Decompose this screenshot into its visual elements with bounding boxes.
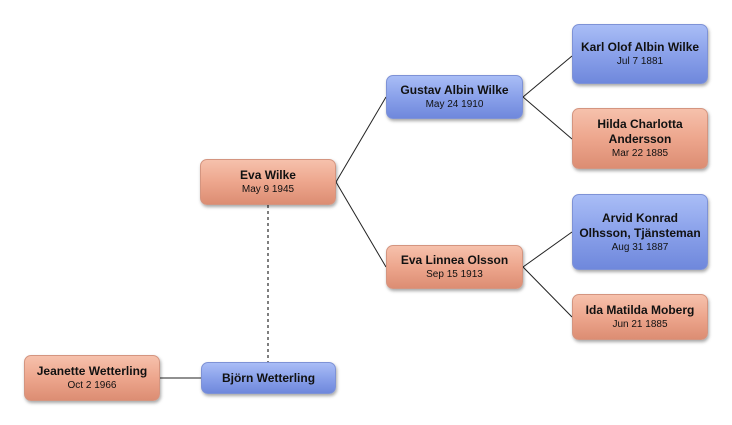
- person-name: Jeanette Wetterling: [36, 364, 148, 378]
- person-name: Björn Wetterling: [221, 370, 316, 385]
- connector-evalinnea-arvid: [522, 231, 573, 268]
- person-date: May 9 1945: [241, 184, 295, 195]
- person-date: Jun 21 1885: [612, 319, 668, 330]
- person-name: Eva Linnea Olsson: [400, 253, 509, 267]
- person-node-ida[interactable]: Ida Matilda Moberg Jun 21 1885: [572, 294, 708, 340]
- person-date: Sep 15 1913: [426, 269, 483, 280]
- person-name: Karl Olof Albin Wilke: [580, 40, 700, 54]
- person-node-gustav[interactable]: Gustav Albin Wilke May 24 1910: [386, 75, 523, 119]
- person-name: Ida Matilda Moberg: [585, 303, 695, 317]
- person-node-arvid[interactable]: Arvid Konrad Olhsson, Tjänsteman Aug 31 …: [572, 194, 708, 270]
- connector-eva-evalinnea: [335, 181, 387, 268]
- person-date: Aug 31 1887: [611, 241, 669, 253]
- connector-evalinnea-ida: [522, 266, 573, 318]
- person-date: Oct 2 1966: [67, 380, 117, 391]
- person-name: Gustav Albin Wilke: [400, 83, 509, 97]
- person-date: May 24 1910: [425, 99, 484, 110]
- person-name: Arvid Konrad Olhsson, Tjänsteman: [579, 210, 701, 240]
- connector-gustav-karl: [522, 55, 573, 98]
- person-node-hilda[interactable]: Hilda Charlotta Andersson Mar 22 1885: [572, 108, 708, 169]
- person-name: Hilda Charlotta Andersson: [597, 117, 683, 146]
- person-date: Mar 22 1885: [611, 148, 669, 159]
- connector-eva-gustav: [335, 96, 387, 183]
- person-node-evalinnea[interactable]: Eva Linnea Olsson Sep 15 1913: [386, 245, 523, 289]
- person-date: Jul 7 1881: [616, 56, 664, 67]
- person-node-bjorn[interactable]: Björn Wetterling: [201, 362, 336, 394]
- connector-gustav-hilda: [522, 96, 573, 140]
- person-node-eva[interactable]: Eva Wilke May 9 1945: [200, 159, 336, 205]
- person-node-karl[interactable]: Karl Olof Albin Wilke Jul 7 1881: [572, 24, 708, 84]
- person-name: Eva Wilke: [240, 168, 296, 182]
- person-node-jeanette[interactable]: Jeanette Wetterling Oct 2 1966: [24, 355, 160, 401]
